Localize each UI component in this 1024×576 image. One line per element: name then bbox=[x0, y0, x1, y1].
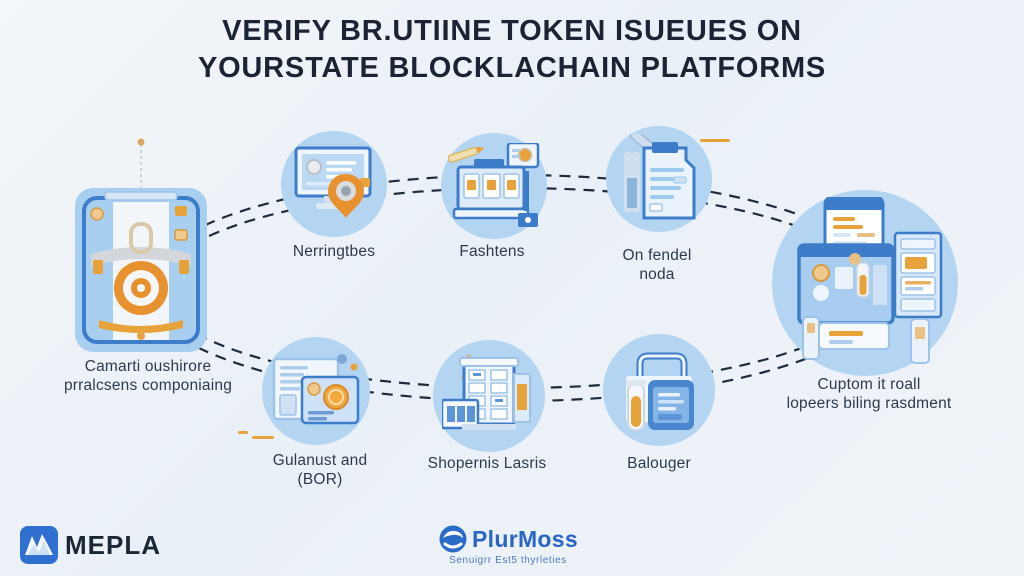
document-pen-icon bbox=[624, 134, 696, 220]
plurmoss-logo-text: PlurMoss bbox=[472, 525, 578, 552]
node-gulanust bbox=[262, 337, 370, 445]
node-label-fashtens: Fashtens bbox=[459, 243, 525, 260]
ticket-machine-icon bbox=[448, 143, 540, 227]
plurmoss-logo-icon bbox=[439, 525, 467, 553]
node-fashtens bbox=[441, 133, 547, 239]
node-label-shopernis: Shopernis Lasris bbox=[427, 455, 547, 472]
node-label-on-fendel-noda: On fendel noda bbox=[622, 247, 692, 283]
orange-dash-decoration bbox=[252, 436, 274, 439]
mepla-logo: MEPLA bbox=[20, 526, 161, 564]
node-balouger bbox=[603, 334, 715, 446]
node-label-balouger: Balouger bbox=[627, 455, 691, 472]
storage-cabinet-icon bbox=[442, 354, 531, 430]
node-cuptom bbox=[772, 190, 958, 376]
node-nerringtbes bbox=[281, 131, 387, 237]
node-label-cuptom: Cuptom it roall lopeers biling rasdment bbox=[786, 376, 952, 412]
page-title: VERIFY BR.UTIINE TOKEN ISUEUES ON YOURST… bbox=[197, 15, 827, 85]
node-shopernis bbox=[433, 340, 545, 452]
analyzer-case-vial-icon bbox=[626, 352, 694, 431]
plurmoss-logo: PlurMoss Senuigrr Est5 thyrleties bbox=[408, 524, 608, 566]
orange-dash-decoration bbox=[700, 139, 730, 142]
left-device-illustration bbox=[75, 136, 207, 352]
browser-coin-icon bbox=[272, 354, 360, 425]
node-label-gulanust: Gulanust and (BOR) bbox=[272, 452, 368, 488]
node-on-fendel-noda bbox=[606, 126, 712, 232]
tablet-dial-device-icon bbox=[75, 138, 207, 352]
left-device-label: Camarti oushirore prralcsens componiaing bbox=[63, 358, 233, 394]
mobile-billing-screens-icon bbox=[797, 197, 943, 364]
node-label-nerringtbes: Nerringtbes bbox=[292, 243, 376, 260]
mepla-logo-icon bbox=[20, 526, 58, 564]
orange-dash-decoration bbox=[238, 431, 248, 434]
monitor-location-pin-icon bbox=[294, 146, 372, 218]
mepla-logo-text: MEPLA bbox=[65, 529, 161, 560]
plurmoss-tagline: Senuigrr Est5 thyrleties bbox=[449, 555, 567, 566]
